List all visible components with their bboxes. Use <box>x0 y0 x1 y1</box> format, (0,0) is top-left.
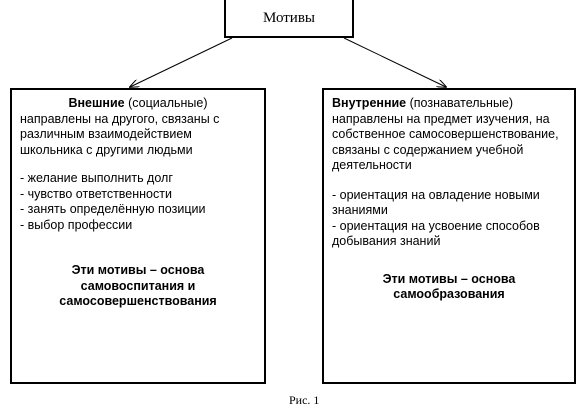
motives-root-label: Мотивы <box>262 9 315 26</box>
list-item: - желание выполнить долг <box>20 171 173 185</box>
external-motives-subtitle: (социальные) <box>124 96 208 110</box>
internal-motives-title: Внутренние <box>332 96 407 110</box>
list-item: - ориентация на овладение новыми знаниям… <box>332 187 540 218</box>
arrow-to-internal <box>343 37 446 87</box>
list-item: - чувство ответственности <box>20 186 172 201</box>
internal-motives-description: направлены на предмет изучения, на собст… <box>332 111 559 173</box>
internal-motives-conclusion: Эти мотивы – основа самообразования <box>382 271 516 302</box>
internal-motives-subtitle: (познавательные) <box>406 96 514 110</box>
list-item: - выбор профессии <box>20 217 133 232</box>
internal-motives-heading: Внутренние (познавательные) <box>332 96 566 112</box>
list-item: - занять определённую позиции <box>20 202 206 216</box>
external-motives-heading: Внешние (социальные) <box>20 96 256 112</box>
figure-caption: Рис. 1 <box>289 393 320 407</box>
list-item: - ориентация на усвоение способов добыва… <box>332 218 540 249</box>
internal-motives-box: Внутренние (познавательные) направлены н… <box>322 88 576 384</box>
internal-motives-list: - ориентация на овладение новыми знаниям… <box>332 188 566 250</box>
external-motives-description: направлены на другого, связаны с различн… <box>20 111 220 157</box>
external-motives-list: - желание выполнить долг - чувство ответ… <box>20 171 256 233</box>
external-motives-conclusion: Эти мотивы – основа самовоспитания и сам… <box>59 263 217 308</box>
external-motives-title: Внешние <box>68 96 125 110</box>
arrow-to-external <box>130 37 233 87</box>
motives-root-box: Мотивы <box>224 0 354 38</box>
external-motives-box: Внешние (социальные) направлены на друго… <box>10 88 266 384</box>
